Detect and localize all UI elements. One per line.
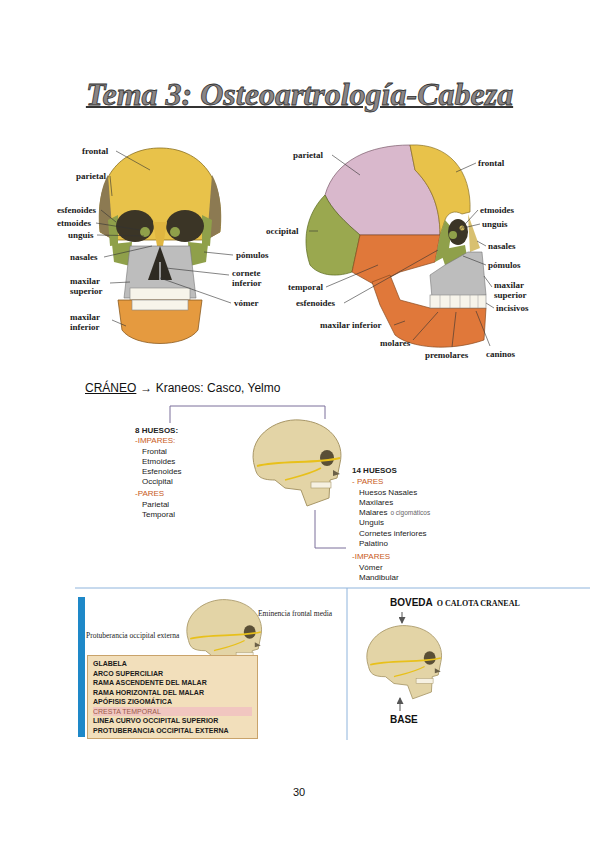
bone-name: Etmoides	[142, 457, 175, 466]
bone-name: Frontal	[142, 447, 167, 456]
bone-name: Vómer	[359, 563, 383, 572]
front-skull	[99, 148, 221, 344]
lateral-skull	[306, 145, 486, 347]
bone-name: Cornetes inferiores	[359, 529, 427, 538]
part-label: pómulos	[236, 250, 269, 260]
bone-name: Esfenoides	[142, 467, 182, 476]
part-label: vómer	[234, 298, 259, 308]
part-label: cornete inferior	[232, 268, 272, 288]
part-label: maxilar inferior	[70, 312, 110, 332]
bone-name: Huesos Nasales	[359, 488, 417, 497]
bone-name: Malares	[359, 508, 387, 517]
landmark-item: RAMA HORIZONTAL DEL MALAR	[93, 688, 252, 698]
page-title: Tema 3: Osteoartrología-Cabeza	[0, 76, 599, 113]
part-label: unguis	[68, 230, 94, 240]
landmark-label: Protuberancia occipital externa	[86, 631, 179, 640]
part-label: occipital	[266, 226, 299, 236]
group-subheading: -IMPARES:	[135, 436, 175, 445]
part-label: temporal	[288, 282, 323, 292]
part-label: frontal	[478, 158, 504, 168]
landmark-item: ARCO SUPERCILIAR	[93, 669, 252, 679]
part-label: maxilar superior	[494, 280, 534, 300]
part-label: frontal	[82, 146, 108, 156]
bone-alias: o cigomáticos	[390, 509, 430, 516]
group-subheading: -IMPARES	[352, 552, 390, 561]
part-label: nasales	[70, 252, 98, 262]
part-label: parietal	[293, 150, 323, 160]
bone-name: Parietal	[142, 500, 169, 509]
region-label: BASE	[390, 714, 418, 725]
bone-name: Unguis	[359, 518, 384, 527]
part-label: nasales	[488, 241, 516, 251]
part-label: etmoides	[57, 218, 91, 228]
landmark-label: Eminencia frontal media	[258, 609, 332, 618]
landmark-item: RAMA ASCENDENTE DEL MALAR	[93, 678, 252, 688]
region-label: BOVEDA	[390, 597, 433, 608]
bone-name: Mandibular	[359, 573, 399, 582]
landmark-list-box: GLABELAARCO SUPERCILIARRAMA ASCENDENTE D…	[87, 655, 258, 739]
part-label: maxilar inferior	[320, 320, 382, 330]
landmark-item: CRESTA TEMPORAL	[93, 707, 252, 717]
part-label: parietal	[76, 171, 106, 181]
leader-lines	[96, 151, 233, 326]
part-label: caninos	[486, 349, 515, 359]
page-number: 30	[293, 786, 305, 798]
part-label: unguis	[482, 219, 508, 229]
bracket-lines	[170, 406, 346, 548]
landmark-item: LINEA CURVO OCCIPITAL SUPERIOR	[93, 716, 252, 726]
bone-name: Maxilares	[359, 498, 393, 507]
region-label: O CALOTA CRANEAL	[437, 599, 520, 608]
landmark-item: APÓFISIS ZIGOMÁTICA	[93, 697, 252, 707]
landmark-item: PROTUBERANCIA OCCIPITAL EXTERNA	[93, 726, 252, 736]
part-label: molares	[380, 338, 410, 348]
part-label: pómulos	[488, 260, 521, 270]
etymology-note: → Kraneos: Casco, Yelmo	[140, 381, 280, 395]
bone-name: Occipital	[142, 477, 173, 486]
part-label: esfenoides	[57, 205, 96, 215]
part-label: esfenoides	[296, 298, 335, 308]
group-heading: 14 HUESOS	[352, 466, 397, 475]
bone-name: Palatino	[359, 539, 388, 548]
group-subheading: -PARES	[135, 489, 164, 498]
bone-name: Temporal	[142, 510, 175, 519]
section-heading: CRÁNEO	[85, 381, 136, 395]
part-label: incisivos	[496, 303, 529, 313]
group-heading: 8 HUESOS:	[135, 426, 178, 435]
group-subheading: - PARES	[352, 477, 383, 486]
part-label: maxilar superior	[70, 276, 110, 296]
landmark-item: GLABELA	[93, 659, 252, 669]
leader-lines	[309, 155, 494, 347]
part-label: premolares	[425, 350, 468, 360]
part-label: etmoides	[480, 205, 514, 215]
